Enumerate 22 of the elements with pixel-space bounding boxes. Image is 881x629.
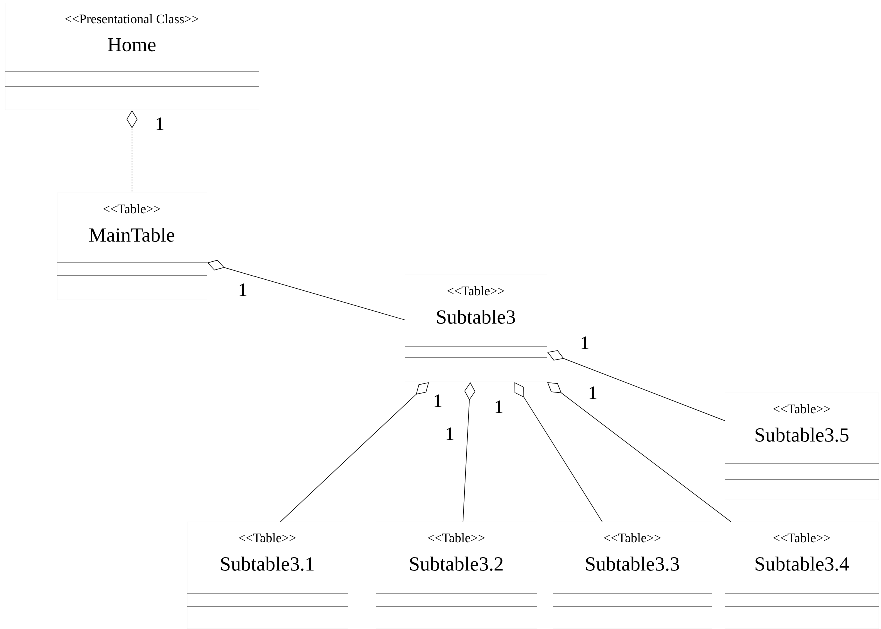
- aggregation-line: [126, 110, 138, 194]
- multiplicity-label: 1: [496, 400, 503, 414]
- multiplicity-label: 1: [582, 336, 589, 350]
- multiplicity-label: 1: [240, 284, 247, 296]
- aggregation-line: [208, 260, 406, 320]
- multiplicity-label: 1: [434, 394, 442, 408]
- class-box: <<Table>> Subtable3: [404, 275, 548, 382]
- aggregation-line: [462, 382, 476, 522]
- multiplicity-label: 1: [156, 118, 164, 130]
- aggregation-line: [548, 382, 732, 522]
- class-box: <<Table>> Subtable3.3: [552, 522, 712, 629]
- class-box: <<Table>> Subtable3.5: [724, 393, 880, 500]
- class-box: <<Table>> MainTable: [56, 193, 208, 300]
- class-box: <<Presentational Class>> Home: [4, 3, 260, 110]
- aggregation-line: [280, 382, 430, 522]
- multiplicity-label: 1: [590, 386, 597, 400]
- multiplicity-label: 1: [446, 428, 454, 440]
- aggregation-line: [548, 350, 726, 422]
- aggregation-line: [514, 382, 603, 522]
- class-box: <<Table>> Subtable3.4: [724, 522, 880, 629]
- class-box: <<Table>> Subtable3.1: [186, 522, 348, 629]
- class-box: <<Table>> Subtable3.2: [376, 522, 538, 629]
